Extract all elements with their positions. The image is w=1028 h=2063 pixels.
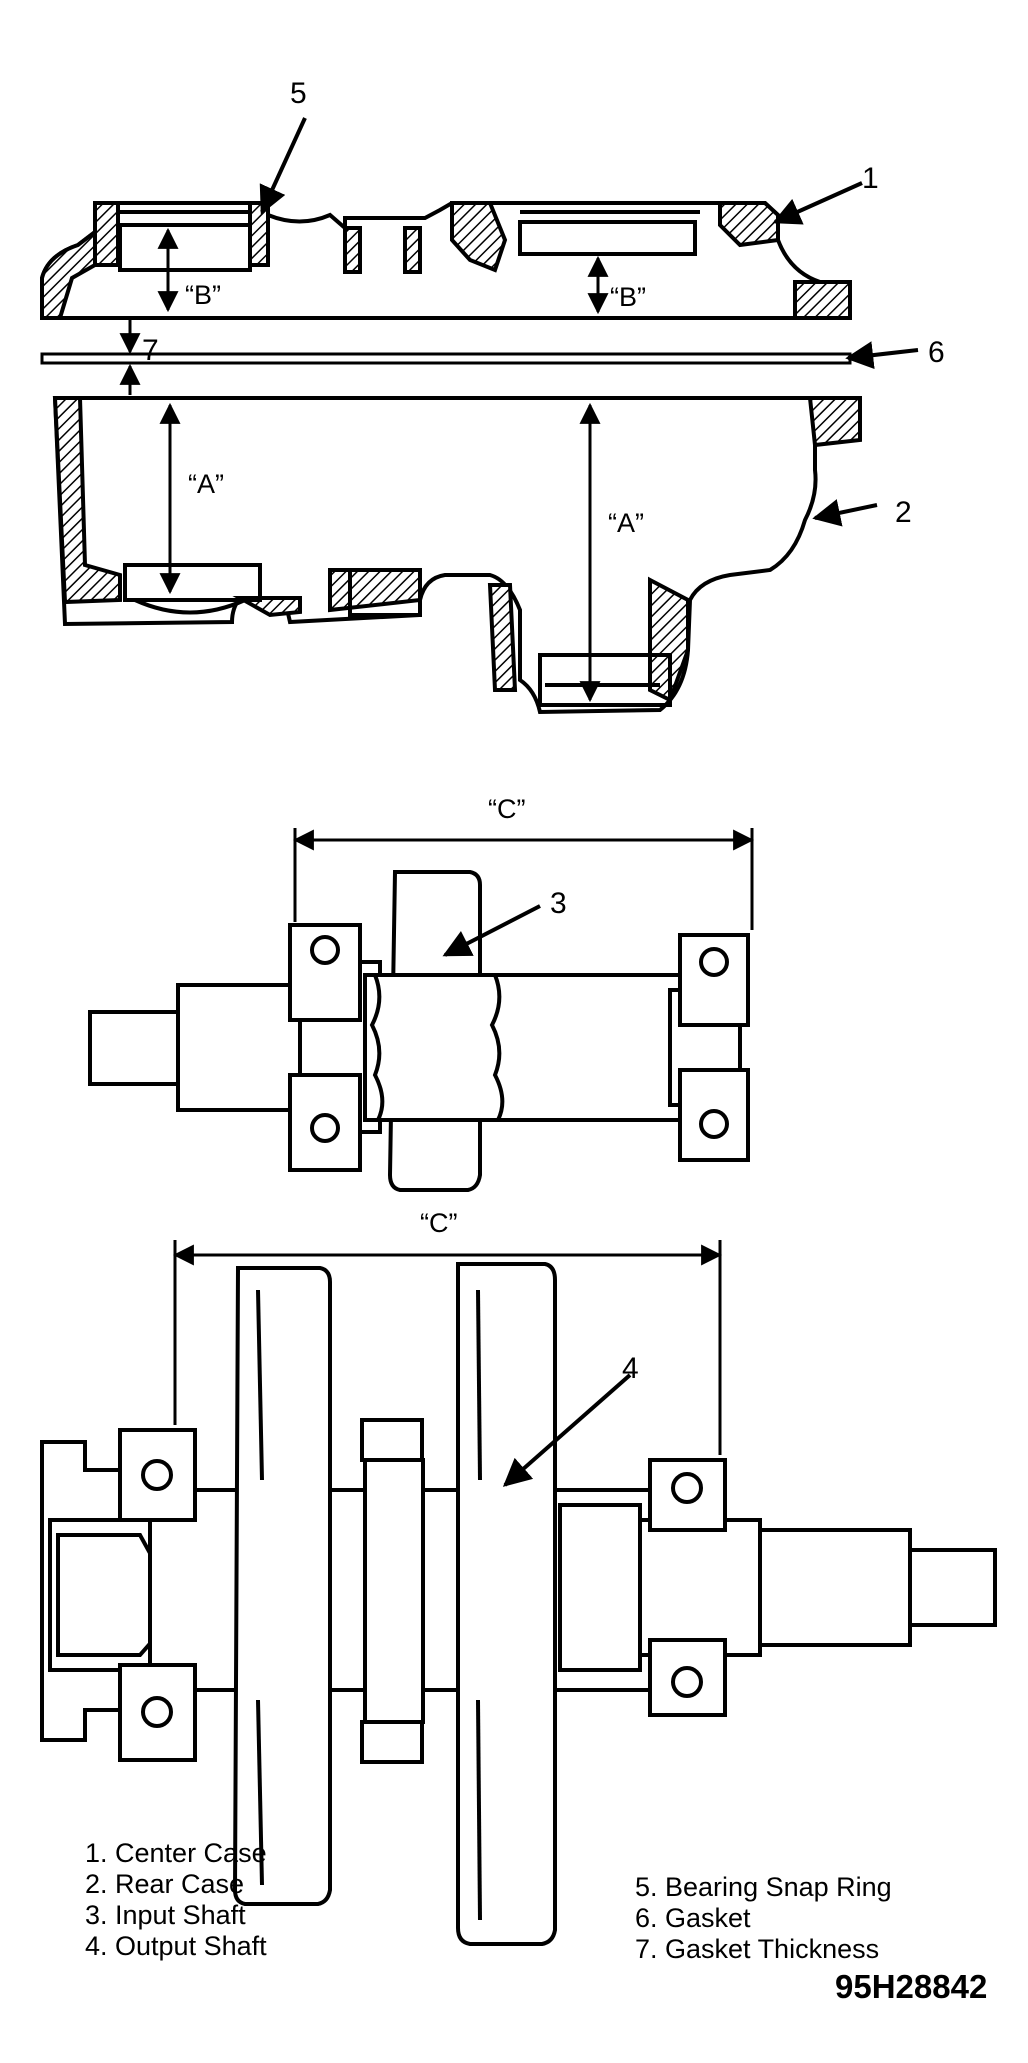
dim-a-left-label: “A”: [188, 469, 224, 499]
rear-case: [52, 396, 862, 715]
input-shaft: [88, 870, 750, 1192]
legend-item-input-shaft: 3. Input Shaft: [85, 1900, 246, 1930]
legend-left: 1. Center Case 2. Rear Case 3. Input Sha…: [85, 1838, 267, 1962]
leader-1: [772, 181, 863, 225]
leader-4: [502, 1373, 632, 1487]
figure-code: 95H28842: [835, 1968, 988, 2005]
legend-right: 5. Bearing Snap Ring 6. Gasket 7. Gasket…: [635, 1872, 892, 1965]
case-callout-leaders: [259, 117, 919, 527]
input-shaft-dimension: [292, 828, 755, 957]
output-shaft: [40, 1262, 997, 1946]
callout-5: 5: [290, 77, 307, 110]
case-dimensions: [119, 227, 609, 703]
legend-item-bearing-snap-ring: 5. Bearing Snap Ring: [635, 1872, 892, 1902]
gasket: [40, 352, 852, 365]
center-case: [40, 201, 852, 320]
callout-1: 1: [862, 162, 879, 195]
callout-3: 3: [550, 887, 567, 920]
callout-4: 4: [622, 1352, 639, 1385]
leader-6: [845, 341, 919, 370]
legend-item-center-case: 1. Center Case: [85, 1838, 267, 1868]
dim-a-right-label: “A”: [608, 508, 644, 538]
dim-b-right-label: “B”: [610, 282, 646, 312]
leader-5: [259, 117, 307, 215]
dim-b-left-label: “B”: [185, 280, 221, 310]
callout-2: 2: [895, 496, 912, 529]
legend-item-output-shaft: 4. Output Shaft: [85, 1931, 267, 1961]
callout-6: 6: [928, 336, 945, 369]
dim-c-output-label: “C”: [420, 1208, 457, 1238]
output-shaft-dimension: [172, 1240, 723, 1487]
dim-c-input-label: “C”: [488, 794, 525, 824]
legend-item-gasket-thickness: 7. Gasket Thickness: [635, 1934, 880, 1964]
leader-2: [812, 499, 878, 527]
legend-item-gasket: 6. Gasket: [635, 1903, 751, 1933]
legend-item-rear-case: 2. Rear Case: [85, 1869, 245, 1899]
callout-7: 7: [142, 334, 159, 367]
diagram-labels: 5 1 6 7 2 3 4 “B” “B” “A” “A” “C” “C”: [142, 77, 945, 1385]
leader-3: [442, 904, 541, 957]
